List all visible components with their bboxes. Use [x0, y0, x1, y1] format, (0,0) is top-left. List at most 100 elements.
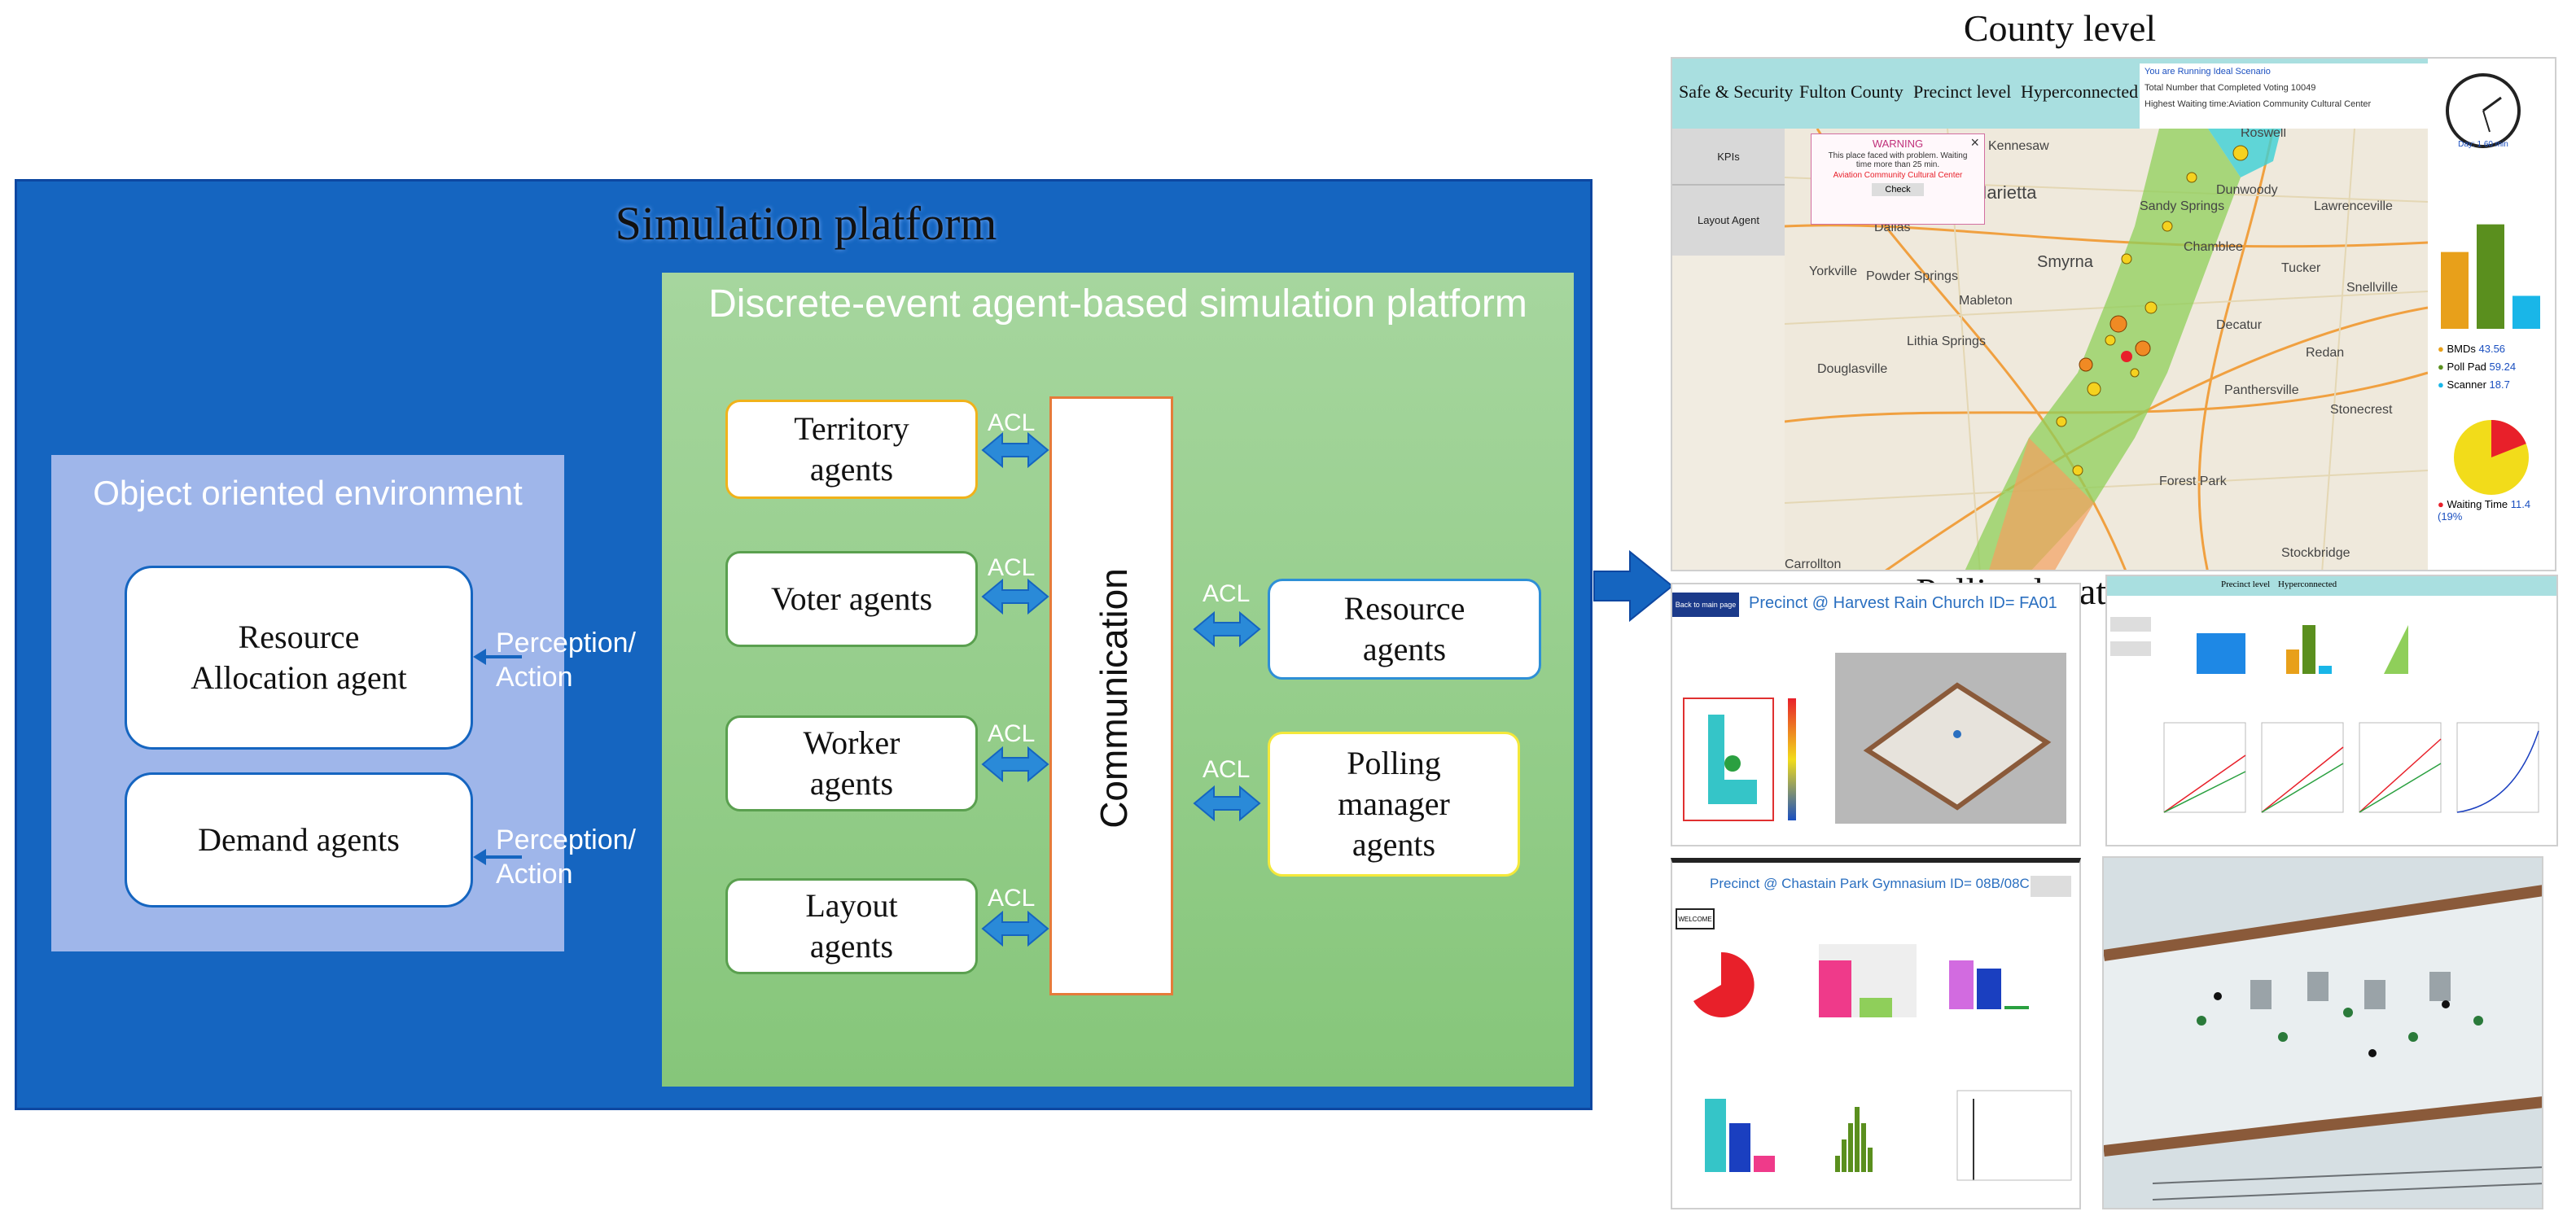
communication-bus: Communication — [1049, 396, 1173, 995]
legend-scanner: ● Scanner 18.7 — [2438, 378, 2510, 391]
map-place-sandy-springs: Sandy Springs — [2140, 199, 2224, 213]
flow-arrow — [1593, 549, 1674, 623]
screen-2-tab-hyperconnected[interactable]: Hyperconnected — [2278, 580, 2337, 589]
acl-label-voter: ACL — [988, 554, 1036, 581]
object-oriented-environment: Object oriented environment Resource All… — [51, 455, 564, 951]
tab-fulton-county[interactable]: Fulton County — [1799, 81, 1904, 102]
layout-agent-button[interactable]: Layout Agent — [1698, 213, 1759, 226]
perception-action-label-1: Perception/ Action — [496, 628, 636, 693]
utilization-legend: ● BMDs 43.56 ● Poll Pad 59.24 ● Scanner … — [2438, 340, 2516, 394]
map-place-panthersville: Panthersville — [2224, 383, 2299, 397]
resource-allocation-agent: Resource Allocation agent — [125, 566, 473, 750]
legend-bmds-value: 43.56 — [2478, 343, 2506, 355]
perception-action-label-2: Perception/ Action — [496, 824, 636, 890]
map-place-mableton: Mableton — [1959, 294, 2013, 308]
acl-double-arrow-worker — [981, 746, 1049, 783]
map-place-chamblee: Chamblee — [2184, 240, 2243, 254]
warning-place: Aviation Community Cultural Center — [1833, 171, 1963, 180]
county-map[interactable]: Kennesaw Marietta Smyrna Sandy Springs D… — [1785, 129, 2428, 571]
precinct-1-title: Precinct @ Harvest Rain Church ID= FA01 — [1749, 594, 2057, 612]
territory-agents: Territory agents — [725, 400, 978, 499]
resource-allocation-agent-label: Resource Allocation agent — [191, 619, 407, 696]
legend-scanner-label: Scanner — [2447, 378, 2486, 391]
back-to-main-button[interactable]: Back to main page — [1672, 593, 1739, 617]
map-place-forest-park: Forest Park — [2159, 475, 2228, 488]
map-place-stonecrest: Stonecrest — [2330, 403, 2393, 417]
map-place-decatur: Decatur — [2216, 318, 2263, 332]
warning-popup: WARNING This place faced with problem. W… — [1811, 133, 1985, 225]
acl-label-worker: ACL — [988, 720, 1036, 747]
waiting-time-legend: ● Waiting Time 11.4 (19% — [2438, 498, 2531, 523]
screen-2-tab-precinct[interactable]: Precinct level — [2221, 580, 2271, 589]
welcome-sign-icon: WELCOME — [1676, 908, 1715, 929]
tab-safe-security[interactable]: Safe & Security — [1679, 81, 1794, 102]
warning-title: WARNING — [1872, 138, 1924, 150]
kpis-button[interactable]: KPIs — [1672, 129, 1785, 186]
precinct-screen-1: Back to main page Precinct @ Harvest Rai… — [1671, 583, 2081, 846]
acl-double-arrow-voter — [981, 578, 1049, 615]
map-place-dunwoody: Dunwoody — [2216, 183, 2278, 197]
map-place-smyrna: Smyrna — [2037, 253, 2094, 271]
precinct-screen-3: WELCOME Precinct @ Chastain Park Gymnasi… — [1671, 858, 2081, 1209]
legend-poll-pad: ● Poll Pad 59.24 — [2438, 361, 2517, 373]
perception-arrowhead-top — [473, 649, 486, 665]
acl-double-arrow-layout — [981, 910, 1049, 947]
pie-waiting-slice — [2491, 420, 2526, 457]
map-place-tucker: Tucker — [2281, 261, 2321, 275]
worker-agents-label: Worker agents — [803, 724, 900, 802]
polling-manager-agents: Polling manager agents — [1268, 732, 1520, 877]
demand-agents: Demand agents — [125, 772, 473, 908]
resource-agents-label: Resource agents — [1343, 590, 1465, 667]
precinct-screen-2: Precinct level Hyperconnected — [2105, 575, 2558, 846]
map-place-roswell: Roswell — [2241, 129, 2286, 140]
scenario-info-line-2: Total Number that Completed Voting 10049 — [2144, 83, 2316, 93]
acl-double-arrow-territory — [981, 431, 1049, 469]
acl-label-layout: ACL — [988, 885, 1036, 912]
communication-label: Communication — [1093, 568, 1136, 829]
legend-poll-pad-label: Poll Pad — [2447, 361, 2486, 373]
warning-close-icon[interactable]: × — [1970, 134, 1979, 151]
map-place-snellville: Snellville — [2346, 281, 2398, 295]
voter-agents-label: Voter agents — [770, 580, 933, 617]
screen-2-kpi-charts — [2110, 617, 2539, 813]
map-place-powder-springs: Powder Springs — [1866, 269, 1958, 283]
clock-label: Day: 1 60 min — [2458, 140, 2508, 149]
discrete-event-platform: Discrete-event agent-based simulation pl… — [662, 273, 1574, 1087]
acl-label-polling: ACL — [1203, 756, 1251, 783]
map-place-stockbridge: Stockbridge — [2281, 546, 2350, 560]
perception-arrows — [473, 649, 522, 865]
warning-text: This place faced with problem. Waiting t… — [1828, 151, 1968, 169]
tab-hyperconnected[interactable]: Hyperconnected — [2021, 81, 2139, 102]
clock-icon — [2446, 73, 2521, 148]
precinct-3d-scene — [2102, 856, 2543, 1209]
map-place-yorkville: Yorkville — [1809, 265, 1857, 278]
screen-2-top-bar — [2107, 576, 2556, 596]
precinct-1-heatmap — [1683, 698, 1796, 821]
scenario-info-line-3: Highest Waiting time:Aviation Community … — [2144, 99, 2372, 109]
precinct-3-title: Precinct @ Chastain Park Gymnasium ID= 0… — [1710, 876, 2030, 891]
waiting-time-label: Waiting Time — [2447, 498, 2508, 510]
ooe-title: Object oriented environment — [93, 474, 523, 512]
precinct-3-button[interactable] — [2031, 876, 2071, 897]
simulation-platform-title: Simulation platform — [615, 197, 997, 250]
waiting-time-value: 11.4 (19% — [2438, 498, 2531, 523]
bar-scanner — [2512, 295, 2540, 329]
scenario-info-line-1: You are Running Ideal Scenario — [2144, 67, 2271, 77]
territory-agents-label: Territory agents — [794, 410, 909, 488]
flow-arrow-shape — [1593, 549, 1674, 623]
legend-poll-pad-value: 59.24 — [2489, 361, 2517, 373]
precinct-3-charts — [1693, 944, 2072, 1181]
map-place-lithia-springs: Lithia Springs — [1907, 335, 1986, 348]
polling-manager-agents-label: Polling manager agents — [1338, 745, 1450, 863]
resource-utilization-bars — [2441, 224, 2540, 329]
warning-check-button[interactable]: Check — [1872, 183, 1924, 196]
resource-agents: Resource agents — [1268, 579, 1541, 680]
map-place-carrollton: Carrollton — [1785, 558, 1841, 571]
county-screenshot: Safe & Security Fulton County Precinct l… — [1671, 57, 2556, 571]
tab-precinct-level[interactable]: Precinct level — [1913, 81, 2012, 102]
demand-agents-label: Demand agents — [198, 821, 400, 858]
map-place-kennesaw: Kennesaw — [1988, 139, 2049, 153]
scenario-info-panel: You are Running Ideal Scenario Total Num… — [2140, 63, 2433, 129]
simulation-platform: Simulation platform Object oriented envi… — [15, 179, 1592, 1110]
legend-scanner-value: 18.7 — [2489, 378, 2510, 391]
